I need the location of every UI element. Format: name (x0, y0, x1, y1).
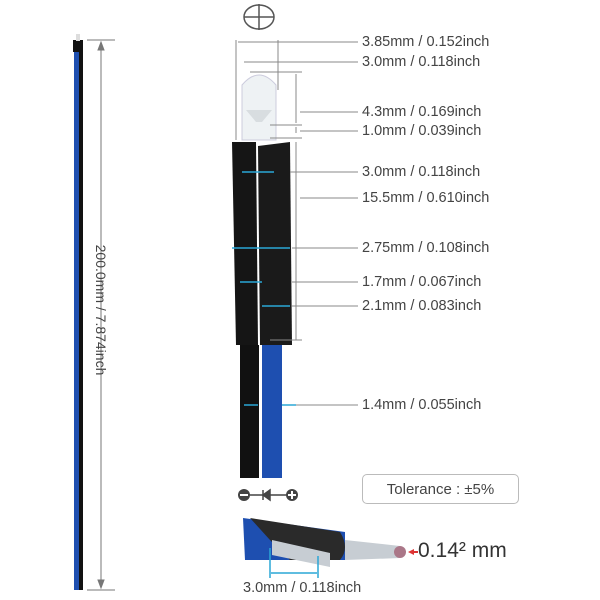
polarity-icons (238, 488, 298, 502)
total-length-label: 200.0mm / 7.874inch (93, 244, 109, 376)
dimension-label: 3.85mm / 0.152inch (362, 34, 490, 50)
wire-gauge-label: 0.14² mm (418, 539, 507, 562)
dimension-label: 2.1mm / 0.083inch (362, 298, 482, 314)
dimension-label: 3.0mm / 0.118inch (362, 164, 481, 180)
black-wire (240, 345, 259, 478)
dimension-label: 1.7mm / 0.067inch (362, 274, 482, 290)
dimension-lines (235, 40, 358, 406)
diode-icon (250, 488, 286, 502)
heat-shrink-tubes (232, 142, 292, 345)
tolerance-badge: Tolerance : ±5% (362, 474, 519, 504)
dimension-label: 4.3mm / 0.169inch (362, 104, 482, 120)
dimension-label: 1.4mm / 0.055inch (362, 397, 482, 413)
full-length-wire (73, 34, 83, 590)
accent-dimension-arrows (232, 171, 296, 406)
led-top-view-icon (243, 4, 275, 30)
dimension-label: 15.5mm / 0.610inch (362, 190, 490, 206)
dimension-label: 3.0mm / 0.118inch (362, 54, 481, 70)
led-lens (241, 74, 277, 141)
blue-wire (262, 345, 282, 478)
strip-length-label: 3.0mm / 0.118inch (243, 580, 362, 596)
dimension-label: 2.75mm / 0.108inch (362, 240, 490, 256)
total-length-dimension-line (87, 39, 115, 591)
stripped-cable-illustration (243, 518, 418, 578)
dimension-label: 1.0mm / 0.039inch (362, 123, 482, 139)
